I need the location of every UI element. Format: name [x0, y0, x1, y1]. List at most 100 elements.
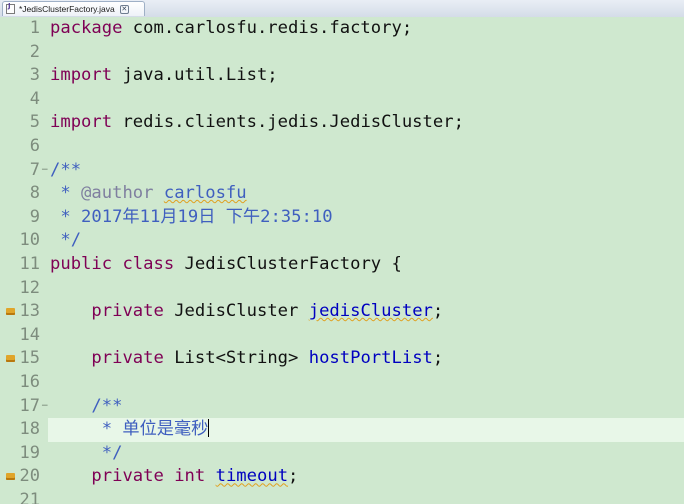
line-number: 12 — [19, 277, 40, 298]
code-line[interactable]: 5 import redis.clients.jedis.JedisCluster… — [0, 111, 684, 135]
line-number: 14 — [19, 324, 40, 345]
code-line[interactable]: 17− /** — [0, 395, 684, 419]
code-text: package com.carlosfu.redis.factory; — [50, 17, 412, 41]
code-token: import — [50, 112, 113, 133]
code-line[interactable]: 12 — [0, 277, 684, 301]
code-line[interactable]: 19 */ — [0, 442, 684, 466]
code-token: private — [91, 301, 164, 322]
code-token — [50, 301, 91, 321]
code-line[interactable]: 14 — [0, 324, 684, 348]
code-line[interactable]: 9 * 2017年11月19日 下午2:35:10 — [0, 206, 684, 230]
annotation-marker-icon[interactable] — [6, 355, 15, 363]
text-caret — [208, 419, 210, 438]
code-text: * @author carlosfu — [50, 182, 247, 206]
line-number: 6 — [29, 136, 40, 156]
code-line[interactable]: 16 — [0, 371, 684, 395]
code-line[interactable]: 18 * 单位是毫秒 — [20, 418, 684, 442]
code-token: private — [91, 348, 164, 369]
line-number: 11 — [19, 254, 40, 274]
code-line[interactable]: 1 package com.carlosfu.redis.factory; — [0, 17, 684, 41]
java-file-icon — [6, 2, 15, 14]
code-line[interactable]: 4 — [0, 88, 684, 112]
code-line[interactable]: 2 — [0, 41, 684, 65]
code-token: int — [174, 466, 206, 487]
line-number: 8 — [29, 183, 40, 204]
code-token: private — [91, 466, 164, 487]
code-token: com.carlosfu.redis.factory; — [122, 18, 413, 38]
code-token: List<String> — [163, 348, 309, 369]
code-token: java.util.List; — [112, 65, 278, 86]
code-token — [112, 254, 122, 274]
line-number: 5 — [29, 112, 40, 133]
code-token: /** — [91, 395, 123, 416]
line-number: 10 — [19, 230, 40, 251]
code-line[interactable]: 7−/** — [0, 159, 684, 183]
code-token: */ — [50, 442, 123, 463]
editor-tab-jedis-cluster-factory[interactable]: *JedisClusterFactory.java ✕ — [2, 1, 145, 16]
code-token: @author — [81, 183, 154, 204]
code-line[interactable]: 10 */ — [0, 229, 684, 253]
code-token: carlosfu — [163, 183, 247, 204]
fold-collapse-icon[interactable]: − — [41, 164, 49, 175]
code-token: /** — [50, 159, 82, 180]
code-token: jedisCluster — [308, 301, 433, 322]
code-line[interactable]: 13 private JedisCluster jedisCluster; — [0, 300, 684, 324]
code-text: private JedisCluster jedisCluster; — [50, 300, 443, 324]
code-text: */ — [50, 229, 81, 253]
code-text: /** — [50, 159, 81, 183]
line-number: 1 — [29, 18, 40, 38]
code-line[interactable]: 6 — [0, 135, 684, 159]
line-number: 16 — [19, 372, 40, 392]
code-text: */ — [50, 442, 123, 466]
line-number: 9 — [29, 206, 40, 227]
code-token: * 2017年11月19日 下午2:35:10 — [50, 206, 333, 227]
code-token: import — [50, 65, 113, 86]
line-number: 4 — [29, 88, 40, 109]
code-editor[interactable]: 1 package com.carlosfu.redis.factory; 2 3 im… — [0, 17, 684, 504]
code-token: ; — [288, 466, 299, 487]
line-number: 3 — [29, 65, 40, 86]
code-line[interactable]: 15 private List<String> hostPortList; — [0, 347, 684, 371]
line-number: 7 — [29, 159, 40, 180]
code-token: redis.clients.jedis.JedisCluster; — [112, 112, 464, 133]
code-token: ; — [432, 348, 444, 369]
line-number: 2 — [29, 41, 40, 62]
line-number: 18 — [19, 419, 40, 440]
code-line[interactable]: 8 * @author carlosfu — [0, 182, 684, 206]
editor-tab-strip: *JedisClusterFactory.java ✕ — [0, 0, 684, 18]
close-icon[interactable]: ✕ — [119, 4, 129, 14]
code-line[interactable]: 3 import java.util.List; — [0, 64, 684, 88]
line-number: 19 — [19, 442, 40, 463]
fold-collapse-icon[interactable]: − — [41, 400, 49, 411]
code-token — [164, 466, 174, 486]
code-line[interactable]: 20 private int timeout; — [0, 465, 684, 489]
annotation-marker-icon[interactable] — [6, 473, 15, 481]
code-token: JedisClusterFactory { — [174, 254, 402, 274]
line-number: 15 — [19, 348, 40, 369]
code-token: ; — [432, 301, 444, 322]
code-text: private int timeout; — [50, 465, 298, 489]
code-line[interactable]: 21 — [0, 489, 684, 504]
tab-label: *JedisClusterFactory.java — [19, 4, 115, 14]
code-token: package — [50, 18, 123, 38]
code-line[interactable]: 11 public class JedisClusterFactory { — [0, 253, 684, 277]
annotation-marker-icon[interactable] — [6, 308, 15, 316]
code-token: * — [50, 183, 82, 204]
line-number: 17 — [19, 395, 40, 416]
code-token — [153, 183, 163, 203]
code-text: import redis.clients.jedis.JedisCluster; — [50, 111, 464, 135]
line-number: 20 — [19, 466, 40, 487]
code-token: public — [50, 254, 113, 274]
code-token — [50, 466, 91, 486]
code-text: private List<String> hostPortList; — [50, 347, 443, 371]
code-token — [50, 348, 91, 368]
code-text: import java.util.List; — [50, 64, 278, 88]
code-token: hostPortList — [308, 348, 433, 369]
code-token: class — [122, 254, 175, 274]
code-token: * 单位是毫秒 — [50, 419, 209, 440]
line-number: 21 — [19, 490, 40, 504]
code-token: timeout — [215, 466, 289, 487]
code-token — [50, 396, 91, 416]
code-token: */ — [50, 230, 82, 251]
